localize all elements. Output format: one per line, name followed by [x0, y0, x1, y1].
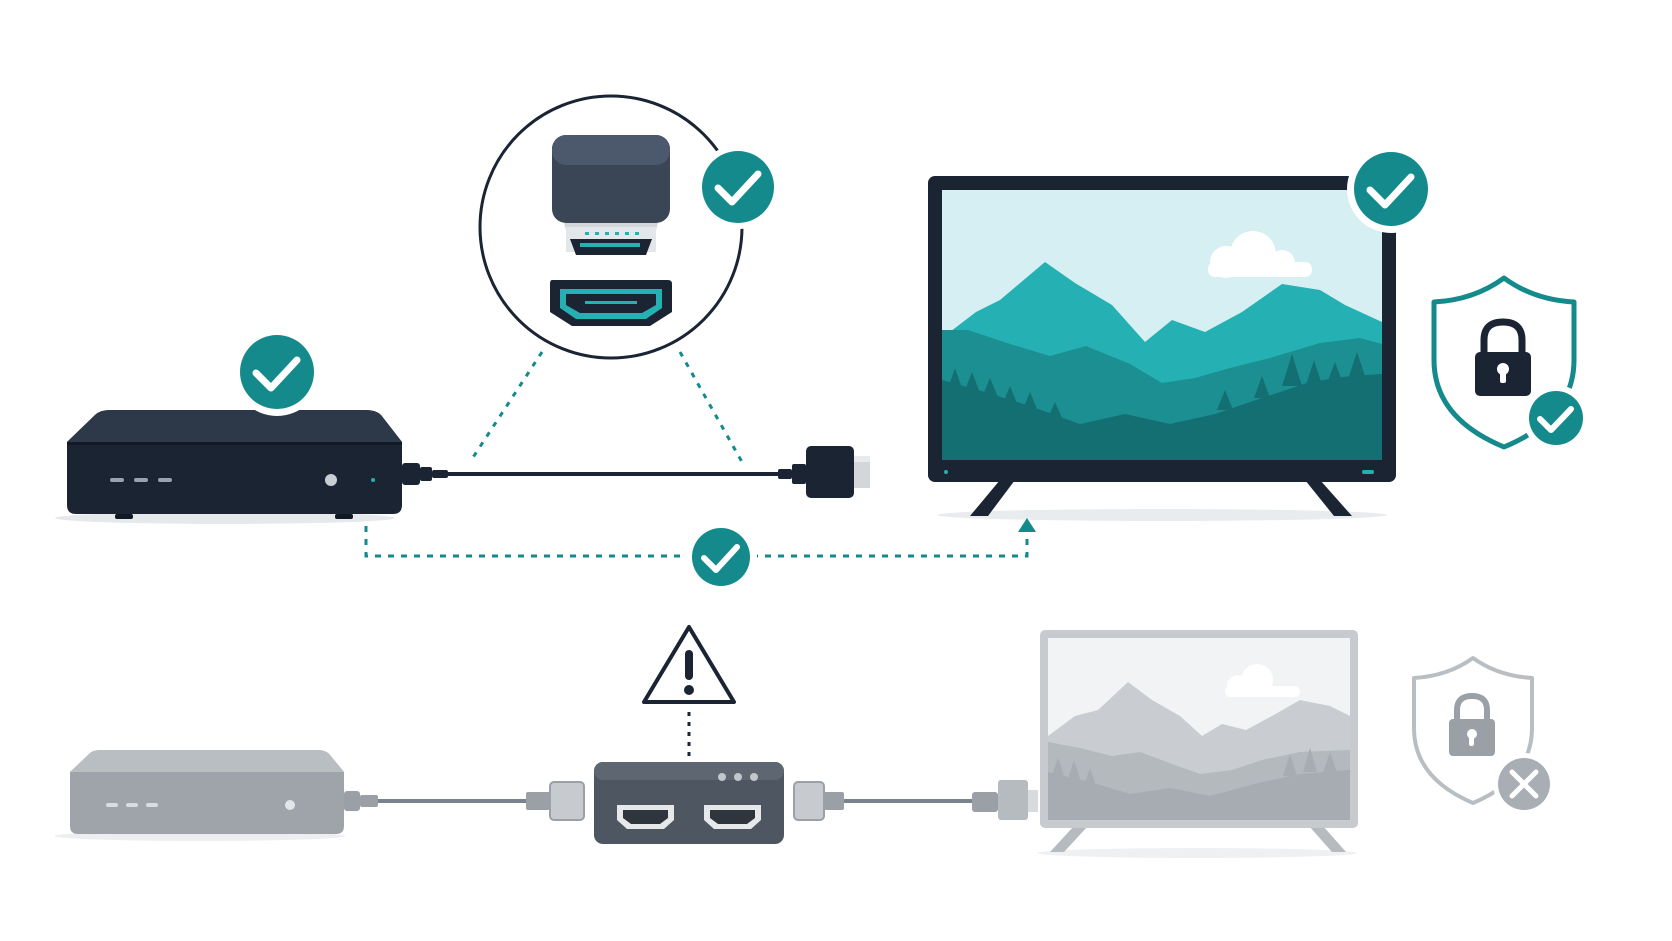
adapter-cable-left [344, 781, 585, 821]
set-top-box-check-icon [233, 328, 321, 416]
gray-tv-shadow [1037, 848, 1357, 858]
close-icon [1493, 753, 1555, 815]
shield-check-icon [1523, 385, 1589, 451]
warning-icon [642, 625, 736, 758]
signal-path [364, 518, 1036, 593]
tv-leg-left [970, 480, 1015, 516]
lock-icon [1475, 318, 1531, 396]
forest [942, 374, 1382, 460]
shield-icon [1431, 275, 1589, 451]
set-top-box [67, 410, 402, 519]
adapter-cable-right [793, 780, 1038, 821]
adapter-lights [718, 773, 758, 781]
shield-failed-icon [1412, 656, 1555, 815]
lock-gray-icon [1449, 692, 1495, 756]
tv-screen [942, 190, 1382, 460]
zoom-guide-right [678, 351, 744, 463]
television-gray [1040, 630, 1358, 852]
tv-check-icon [1347, 145, 1435, 233]
hdmi-plug-icon [552, 135, 670, 255]
television [928, 176, 1396, 516]
connector-zoom-callout [468, 94, 780, 463]
status-lights [110, 478, 172, 482]
trees [946, 352, 1367, 420]
tv-leg-right [1305, 480, 1352, 516]
tv-screen-faded [1048, 638, 1350, 820]
hdmi-adapter [594, 762, 784, 844]
signal-check-icon [685, 521, 757, 593]
tv-shadow [937, 509, 1387, 521]
cloud-icon [1208, 231, 1312, 278]
set-top-box-gray [70, 750, 344, 834]
connector-check-icon [696, 145, 780, 229]
adapter-port-left [617, 805, 674, 829]
power-indicator [325, 474, 337, 486]
hdmi-port-icon [550, 280, 672, 326]
set-top-box-shadow [55, 512, 395, 524]
zoom-guide-left [468, 351, 544, 463]
hdmi-cable [402, 446, 870, 498]
adapter-port-right [704, 805, 761, 829]
